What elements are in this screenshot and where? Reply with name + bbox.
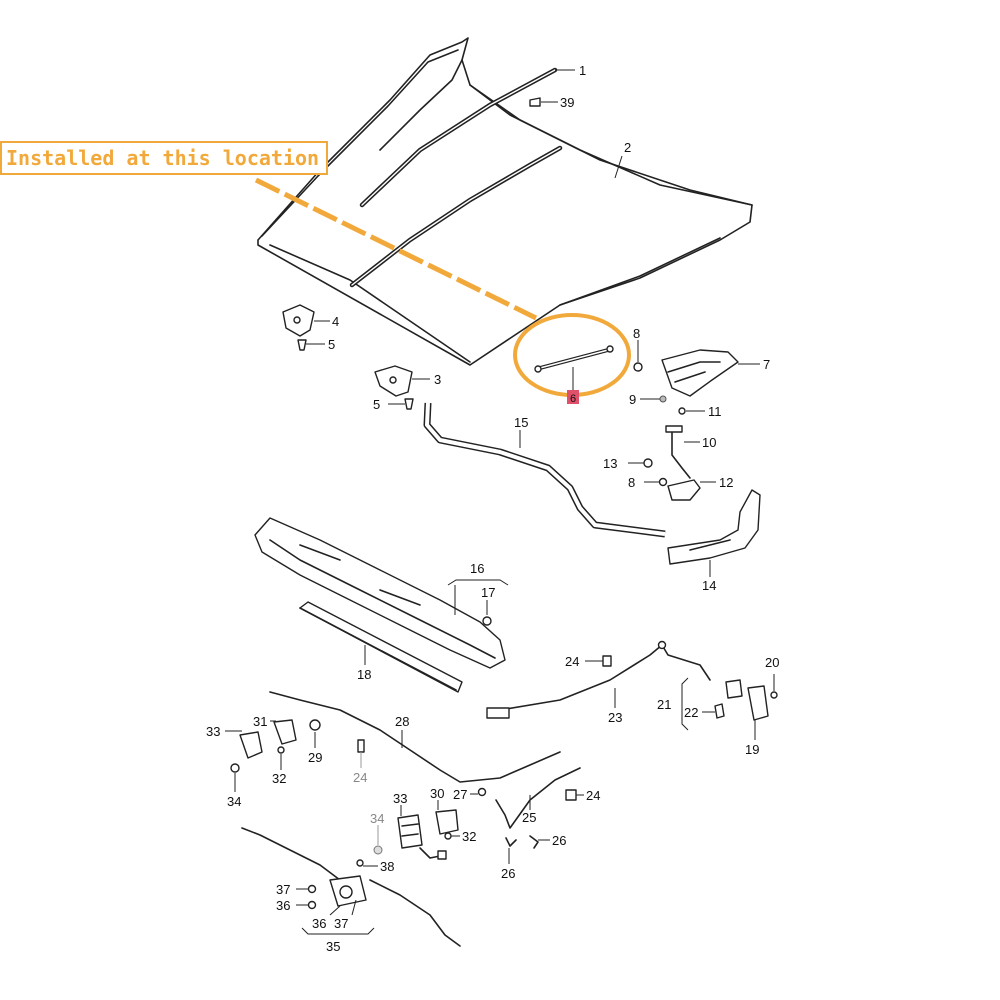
lower-latch-group (241, 827, 461, 947)
label-28: 28 (395, 714, 409, 729)
label-16: 16 (470, 561, 484, 576)
hood-hinge-assembly (633, 340, 760, 403)
label-18: 18 (357, 667, 371, 682)
callout-ring (513, 313, 631, 397)
label-17: 17 (481, 585, 495, 600)
callout-pointer (254, 177, 631, 397)
label-3: 3 (434, 372, 441, 387)
label-30: 30 (430, 786, 444, 801)
radiator-support (254, 517, 509, 669)
hood-panel (257, 37, 753, 366)
label-24c: 24 (586, 788, 600, 803)
label-21: 21 (657, 697, 671, 712)
release-cable-23 (486, 640, 711, 719)
release-handle (681, 674, 778, 740)
label-10: 10 (702, 435, 716, 450)
hinge-bracket-3 (374, 365, 430, 410)
label-5b: 5 (373, 397, 380, 412)
label-20: 20 (765, 655, 779, 670)
label-26a: 26 (552, 833, 566, 848)
strut-marker (567, 390, 579, 404)
label-1: 1 (579, 63, 586, 78)
label-35: 35 (326, 939, 340, 954)
release-cable-28 (269, 691, 561, 783)
label-19: 19 (745, 742, 759, 757)
label-34b: 34 (370, 811, 384, 826)
label-8b: 8 (628, 475, 635, 490)
label-24a: 24 (565, 654, 579, 669)
front-bar (299, 601, 463, 693)
label-33b: 33 (393, 791, 407, 806)
hinge-bracket-4 (282, 304, 330, 351)
strut-label-6: 6 (570, 393, 576, 405)
label-32a: 32 (272, 771, 286, 786)
hood-gas-strut: 6 (534, 345, 614, 405)
label-33a: 33 (206, 724, 220, 739)
label-32b: 32 (462, 829, 476, 844)
top-leaders (529, 69, 623, 179)
label-31: 31 (253, 714, 267, 729)
label-37a: 37 (276, 882, 290, 897)
label-26b: 26 (501, 866, 515, 881)
label-38: 38 (380, 859, 394, 874)
label-7: 7 (763, 357, 770, 372)
label-34a: 34 (227, 794, 241, 809)
label-13: 13 (603, 456, 617, 471)
label-8a: 8 (633, 326, 640, 341)
label-15: 15 (514, 415, 528, 430)
label-12: 12 (719, 475, 733, 490)
label-36b: 36 (312, 916, 326, 931)
hood-latch-bracket (667, 489, 761, 577)
label-22: 22 (684, 705, 698, 720)
label-11: 11 (708, 404, 722, 419)
hood-molding-strip (349, 67, 563, 288)
label-5a: 5 (328, 337, 335, 352)
label-25: 25 (522, 810, 536, 825)
label-4: 4 (332, 314, 339, 329)
part-number-labels: 1 39 2 4 5 3 5 8 7 9 11 15 10 13 8 12 14… (206, 63, 779, 954)
release-cable-25 (495, 767, 581, 829)
label-23: 23 (608, 710, 622, 725)
label-37b: 37 (334, 916, 348, 931)
label-9: 9 (629, 392, 636, 407)
label-36a: 36 (276, 898, 290, 913)
left-latch-group (225, 719, 365, 792)
label-27: 27 (453, 787, 467, 802)
label-2: 2 (624, 140, 631, 155)
installed-location-callout: Installed at this location (0, 141, 328, 175)
label-39: 39 (560, 95, 574, 110)
hood-seal (423, 402, 666, 538)
label-29: 29 (308, 750, 322, 765)
center-latch-group (356, 787, 584, 867)
label-24b: 24 (353, 770, 367, 785)
hood-prop-parts (628, 407, 716, 501)
label-14: 14 (702, 578, 716, 593)
